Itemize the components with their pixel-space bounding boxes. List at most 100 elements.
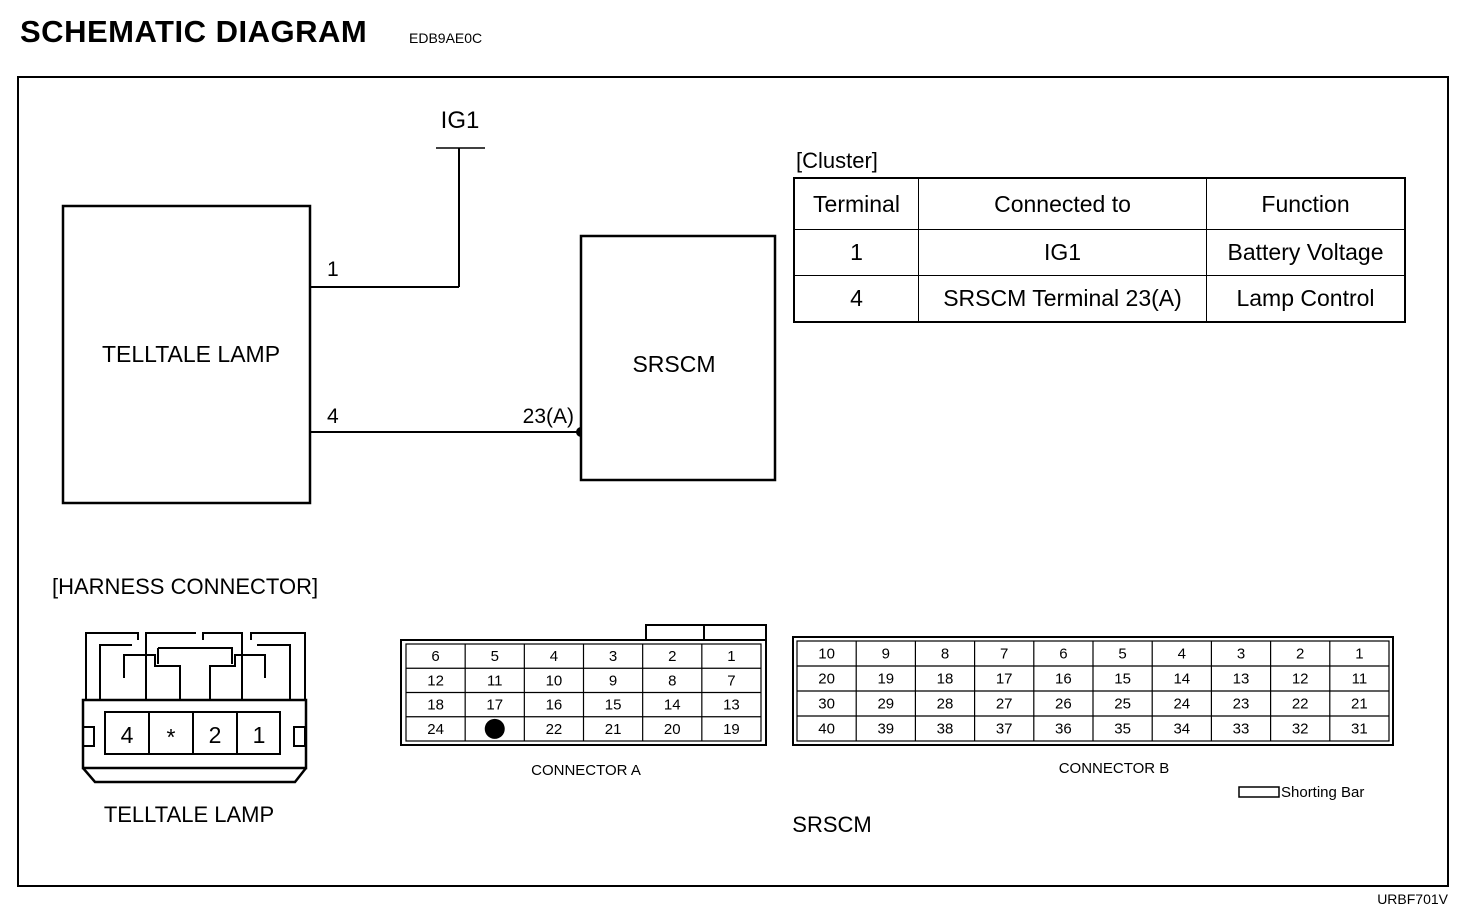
pin-number: 21	[605, 721, 622, 738]
pin-number: 13	[1233, 671, 1250, 688]
pin-number: 24	[1173, 696, 1190, 713]
table-row: 4 SRSCM Terminal 23(A) Lamp Control	[793, 275, 1406, 323]
telltale-pin-2: 2	[209, 722, 222, 748]
pin-number: 23	[1233, 696, 1250, 713]
pin-number: 18	[937, 671, 954, 688]
pin-number: 22	[546, 721, 563, 738]
pin-number: 9	[609, 672, 617, 689]
cluster-terminal-table: Terminal Connected to Function 1 IG1 Bat…	[793, 177, 1406, 323]
pin-number: 17	[486, 697, 503, 714]
pin-number: 21	[1351, 696, 1368, 713]
pin4-label: 4	[327, 405, 339, 428]
pin-number: 15	[605, 697, 622, 714]
pin-number: 11	[1352, 671, 1368, 688]
pin-number: 10	[818, 646, 835, 663]
pin-number: 14	[1173, 671, 1190, 688]
srscm-label: SRSCM	[632, 351, 715, 377]
pin-number: 33	[1233, 721, 1250, 738]
pin-number: 25	[1114, 696, 1131, 713]
pin-number: 1	[727, 648, 735, 665]
srscm-box	[579, 234, 777, 482]
srscm-pin-label: 23(A)	[523, 405, 574, 428]
pin-number: 5	[491, 648, 499, 665]
pin-number: 9	[882, 646, 890, 663]
pin-number: 11	[487, 672, 503, 689]
pin-number: 31	[1351, 721, 1368, 738]
pin-number: 13	[723, 697, 740, 714]
cell-connected-to: SRSCM Terminal 23(A)	[918, 275, 1207, 323]
cell-connected-to: IG1	[918, 229, 1207, 276]
pin-number: 24	[427, 721, 444, 738]
pin1-label: 1	[327, 258, 339, 281]
pin-number: 26	[1055, 696, 1072, 713]
pin-number: 8	[668, 672, 676, 689]
col-function: Function	[1206, 177, 1406, 230]
pin-number: 29	[877, 696, 894, 713]
pin-number: 16	[546, 697, 563, 714]
pin-number: 19	[723, 721, 740, 738]
pin-number: 30	[818, 696, 835, 713]
pin-number: 2	[1296, 646, 1304, 663]
pin-number: 22	[1292, 696, 1309, 713]
telltale-lamp-box	[61, 204, 312, 505]
pin-number: 8	[941, 646, 949, 663]
connector-b-caption: CONNECTOR B	[1059, 760, 1170, 777]
pin-number: 36	[1055, 721, 1072, 738]
pin-number: 7	[727, 672, 735, 689]
pin-number: 2	[668, 648, 676, 665]
diagram-frame	[17, 76, 1449, 887]
pin-number: 3	[609, 648, 617, 665]
pin-number: 5	[1118, 646, 1126, 663]
document-code: EDB9AE0C	[409, 30, 483, 46]
cell-function: Lamp Control	[1206, 275, 1406, 323]
pin-number: 27	[996, 696, 1013, 713]
telltale-lamp-label: TELLTALE LAMP	[102, 341, 280, 367]
pin-number: 39	[877, 721, 894, 738]
pin-number: 12	[1292, 671, 1309, 688]
shorting-bar-symbol	[1238, 786, 1280, 798]
shorting-bar-label: Shorting Bar	[1281, 784, 1364, 801]
cell-function: Battery Voltage	[1206, 229, 1406, 276]
pin-number: 37	[996, 721, 1013, 738]
pin-number: 4	[1178, 646, 1186, 663]
connector-a-caption: CONNECTOR A	[531, 762, 641, 779]
pin-number: 3	[1237, 646, 1245, 663]
pin-number: 14	[664, 697, 681, 714]
ig1-label: IG1	[441, 107, 480, 134]
pin-number: 18	[427, 697, 444, 714]
pin-number: 20	[664, 721, 681, 738]
pin-number: 7	[1000, 646, 1008, 663]
pin-number: 4	[550, 648, 558, 665]
pin-number: 38	[937, 721, 954, 738]
cluster-title: [Cluster]	[796, 148, 878, 173]
pin-number: 34	[1173, 721, 1190, 738]
pin-number: 17	[996, 671, 1013, 688]
telltale-connector	[81, 632, 308, 784]
pin-number: 1	[1355, 646, 1363, 663]
pin-number: 32	[1292, 721, 1309, 738]
pin-number: 6	[1059, 646, 1067, 663]
col-terminal: Terminal	[793, 177, 919, 230]
col-connected-to: Connected to	[918, 177, 1207, 230]
pin-number: 20	[818, 671, 835, 688]
telltale-connector-caption: TELLTALE LAMP	[104, 802, 274, 827]
cell-terminal: 4	[793, 275, 919, 323]
srscm-caption: SRSCM	[792, 812, 871, 837]
table-header-row: Terminal Connected to Function	[793, 177, 1406, 230]
page-title: SCHEMATIC DIAGRAM	[20, 14, 368, 49]
pin-number: 35	[1114, 721, 1131, 738]
pin-number: 10	[546, 672, 563, 689]
pin-number: 16	[1055, 671, 1072, 688]
pin-number: 40	[818, 721, 835, 738]
pin-filled-dot	[484, 718, 505, 739]
pin-number: 15	[1114, 671, 1131, 688]
table-row: 1 IG1 Battery Voltage	[793, 229, 1406, 276]
telltale-pin-blank: *	[167, 724, 176, 750]
pin-number: 28	[937, 696, 954, 713]
telltale-pin-1: 1	[253, 722, 266, 748]
pin-number: 19	[877, 671, 894, 688]
telltale-pin-4: 4	[121, 722, 134, 748]
